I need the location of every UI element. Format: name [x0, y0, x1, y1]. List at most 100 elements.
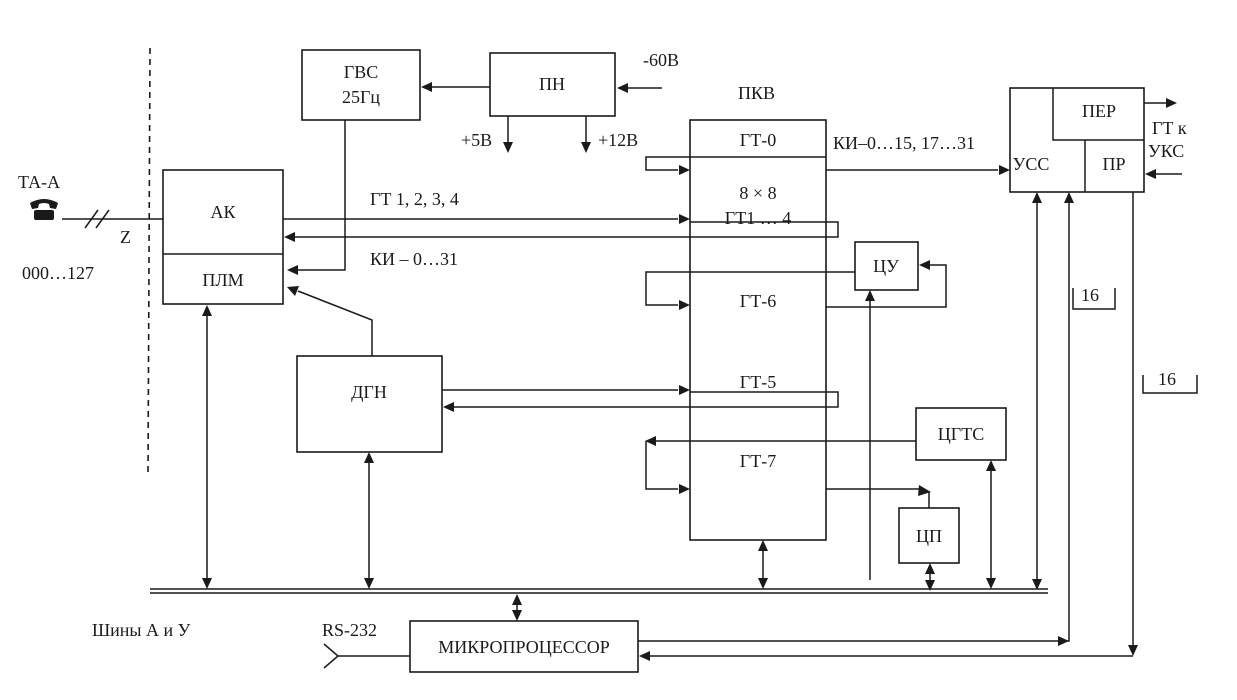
line-tick-2 [95, 209, 110, 229]
pr-label: ПР [1102, 154, 1125, 174]
gt7-input-line [645, 441, 678, 490]
width16-a-bracket [1072, 288, 1116, 310]
ta-label: ТА-А [18, 172, 60, 192]
pr-to-mp-arrow [639, 651, 650, 661]
cgts-block [915, 407, 1007, 461]
pkv-bus-arrow-up [758, 540, 768, 551]
gt6-to-cu-arrow [919, 260, 930, 270]
cp-bus-arrow-down [925, 580, 935, 591]
gt1-4-label: ГТ1 … 4 [725, 208, 791, 228]
per-mp-line [1067, 203, 1070, 642]
pr-in-arrow [1145, 169, 1156, 179]
rs232-connector [323, 643, 340, 669]
pkv-to-ak-arrow [284, 232, 295, 242]
gt1234-label: ГТ 1, 2, 3, 4 [370, 189, 459, 209]
uks-label: УКС [1148, 141, 1184, 161]
pkv-label: ПКВ [738, 83, 775, 103]
plm-bus-arrow-down [202, 578, 212, 589]
matrix-label: 8 × 8 [739, 183, 776, 203]
mp-to-per-arrow [1058, 636, 1069, 646]
cu-block [854, 241, 919, 291]
cgts-label: ЦГТС [938, 424, 984, 444]
pkv-to-ak-line [295, 221, 839, 238]
dgn-bus-arrow-down [364, 578, 374, 589]
gtk-label: ГТ к [1152, 118, 1187, 138]
line-tick-1 [84, 209, 99, 229]
dgn-to-plm-line [297, 290, 373, 356]
cgts-bus-arrow-up [986, 460, 996, 471]
microprocessor-block [409, 620, 639, 673]
uss-bus-arrow-up [1032, 192, 1042, 203]
ak-label: АК [210, 202, 236, 222]
per-label: ПЕР [1082, 101, 1116, 121]
gt5-to-dgn-line [454, 391, 839, 408]
mp-bus-arrow-up [512, 594, 522, 605]
cu-to-gt6-line [645, 271, 855, 306]
gvs-label: ГВС [344, 62, 378, 82]
pkv-block [689, 119, 827, 541]
gt7-to-cp-arrow [918, 485, 931, 496]
pn-block [489, 52, 616, 117]
gt0-loop-line [645, 156, 690, 171]
ki-top-label: КИ–0…15, 17…31 [833, 133, 975, 153]
gvs-freq-label: 25Гц [342, 87, 380, 107]
rs232-label: RS-232 [322, 620, 377, 640]
dgn-label: ДГН [351, 382, 387, 402]
plus5-label: +5В [461, 130, 492, 150]
gt7-input-arrow [679, 484, 690, 494]
ak-to-pkv-arrow [679, 214, 690, 224]
per-out-arrow [1166, 98, 1177, 108]
pkv-to-uss-arrow [999, 165, 1010, 175]
plus12-arrow [581, 142, 591, 153]
cu-label: ЦУ [873, 256, 899, 276]
gt6-label: ГТ-6 [740, 291, 776, 311]
gt5-label: ГТ-5 [740, 372, 776, 392]
mp-bus-arrow-down [512, 610, 522, 621]
minus60-label: -60В [643, 50, 679, 70]
cp-label: ЦП [916, 526, 942, 546]
width16-a: 16 [1081, 285, 1099, 305]
cp-bus-arrow-up [925, 563, 935, 574]
cgts-to-gt7-arrow [645, 436, 656, 446]
plm-label: ПЛМ [202, 270, 243, 290]
dgn-to-plm-arrow [287, 286, 299, 296]
gt5-to-dgn-arrow [443, 402, 454, 412]
dgn-to-gt5-arrow [679, 385, 690, 395]
width16-b-bracket [1142, 375, 1198, 394]
pkv-bus-arrow-down [758, 578, 768, 589]
plm-bus-arrow-up [202, 305, 212, 316]
cgts-bus-arrow-down [986, 578, 996, 589]
pn-to-gvs-arrow [421, 82, 432, 92]
cu-bus-arrow-up [865, 290, 875, 301]
gvs-to-plm-line [298, 120, 346, 271]
minus60-arrow [617, 83, 628, 93]
ak-plm-block [162, 169, 284, 305]
ki031-label: КИ – 0…31 [370, 249, 458, 269]
pn-label: ПН [539, 74, 565, 94]
cu-to-gt6-arrow [679, 300, 690, 310]
per-mp-arrow-up [1064, 192, 1074, 203]
gvs-to-plm-arrow [287, 265, 298, 275]
subscriber-boundary-line [147, 47, 151, 476]
telephone-icon [30, 199, 58, 220]
microprocessor-label: МИКРОПРОЦЕССОР [438, 637, 609, 657]
gvs-block [301, 49, 421, 121]
width16-b: 16 [1158, 369, 1176, 389]
plus12-label: +12В [598, 130, 638, 150]
gt0-label: ГТ-0 [740, 130, 776, 150]
buses-label: Шины А и У [92, 620, 191, 640]
subscriber-range: 000…127 [22, 263, 94, 283]
uss-bus-arrow-down [1032, 579, 1042, 590]
plus5-arrow [503, 142, 513, 153]
uss-per-divider [1052, 88, 1144, 141]
dgn-bus-arrow-up [364, 452, 374, 463]
gt7-label: ГТ-7 [740, 451, 776, 471]
gt0-loop-arrow [679, 165, 690, 175]
uss-label: УСС [1013, 154, 1050, 174]
gt6-to-cu-line [826, 264, 947, 308]
dgn-block [296, 355, 443, 453]
pr-mp-arrow-down [1128, 645, 1138, 656]
z-label: Z [120, 227, 131, 247]
cp-block [898, 507, 960, 564]
